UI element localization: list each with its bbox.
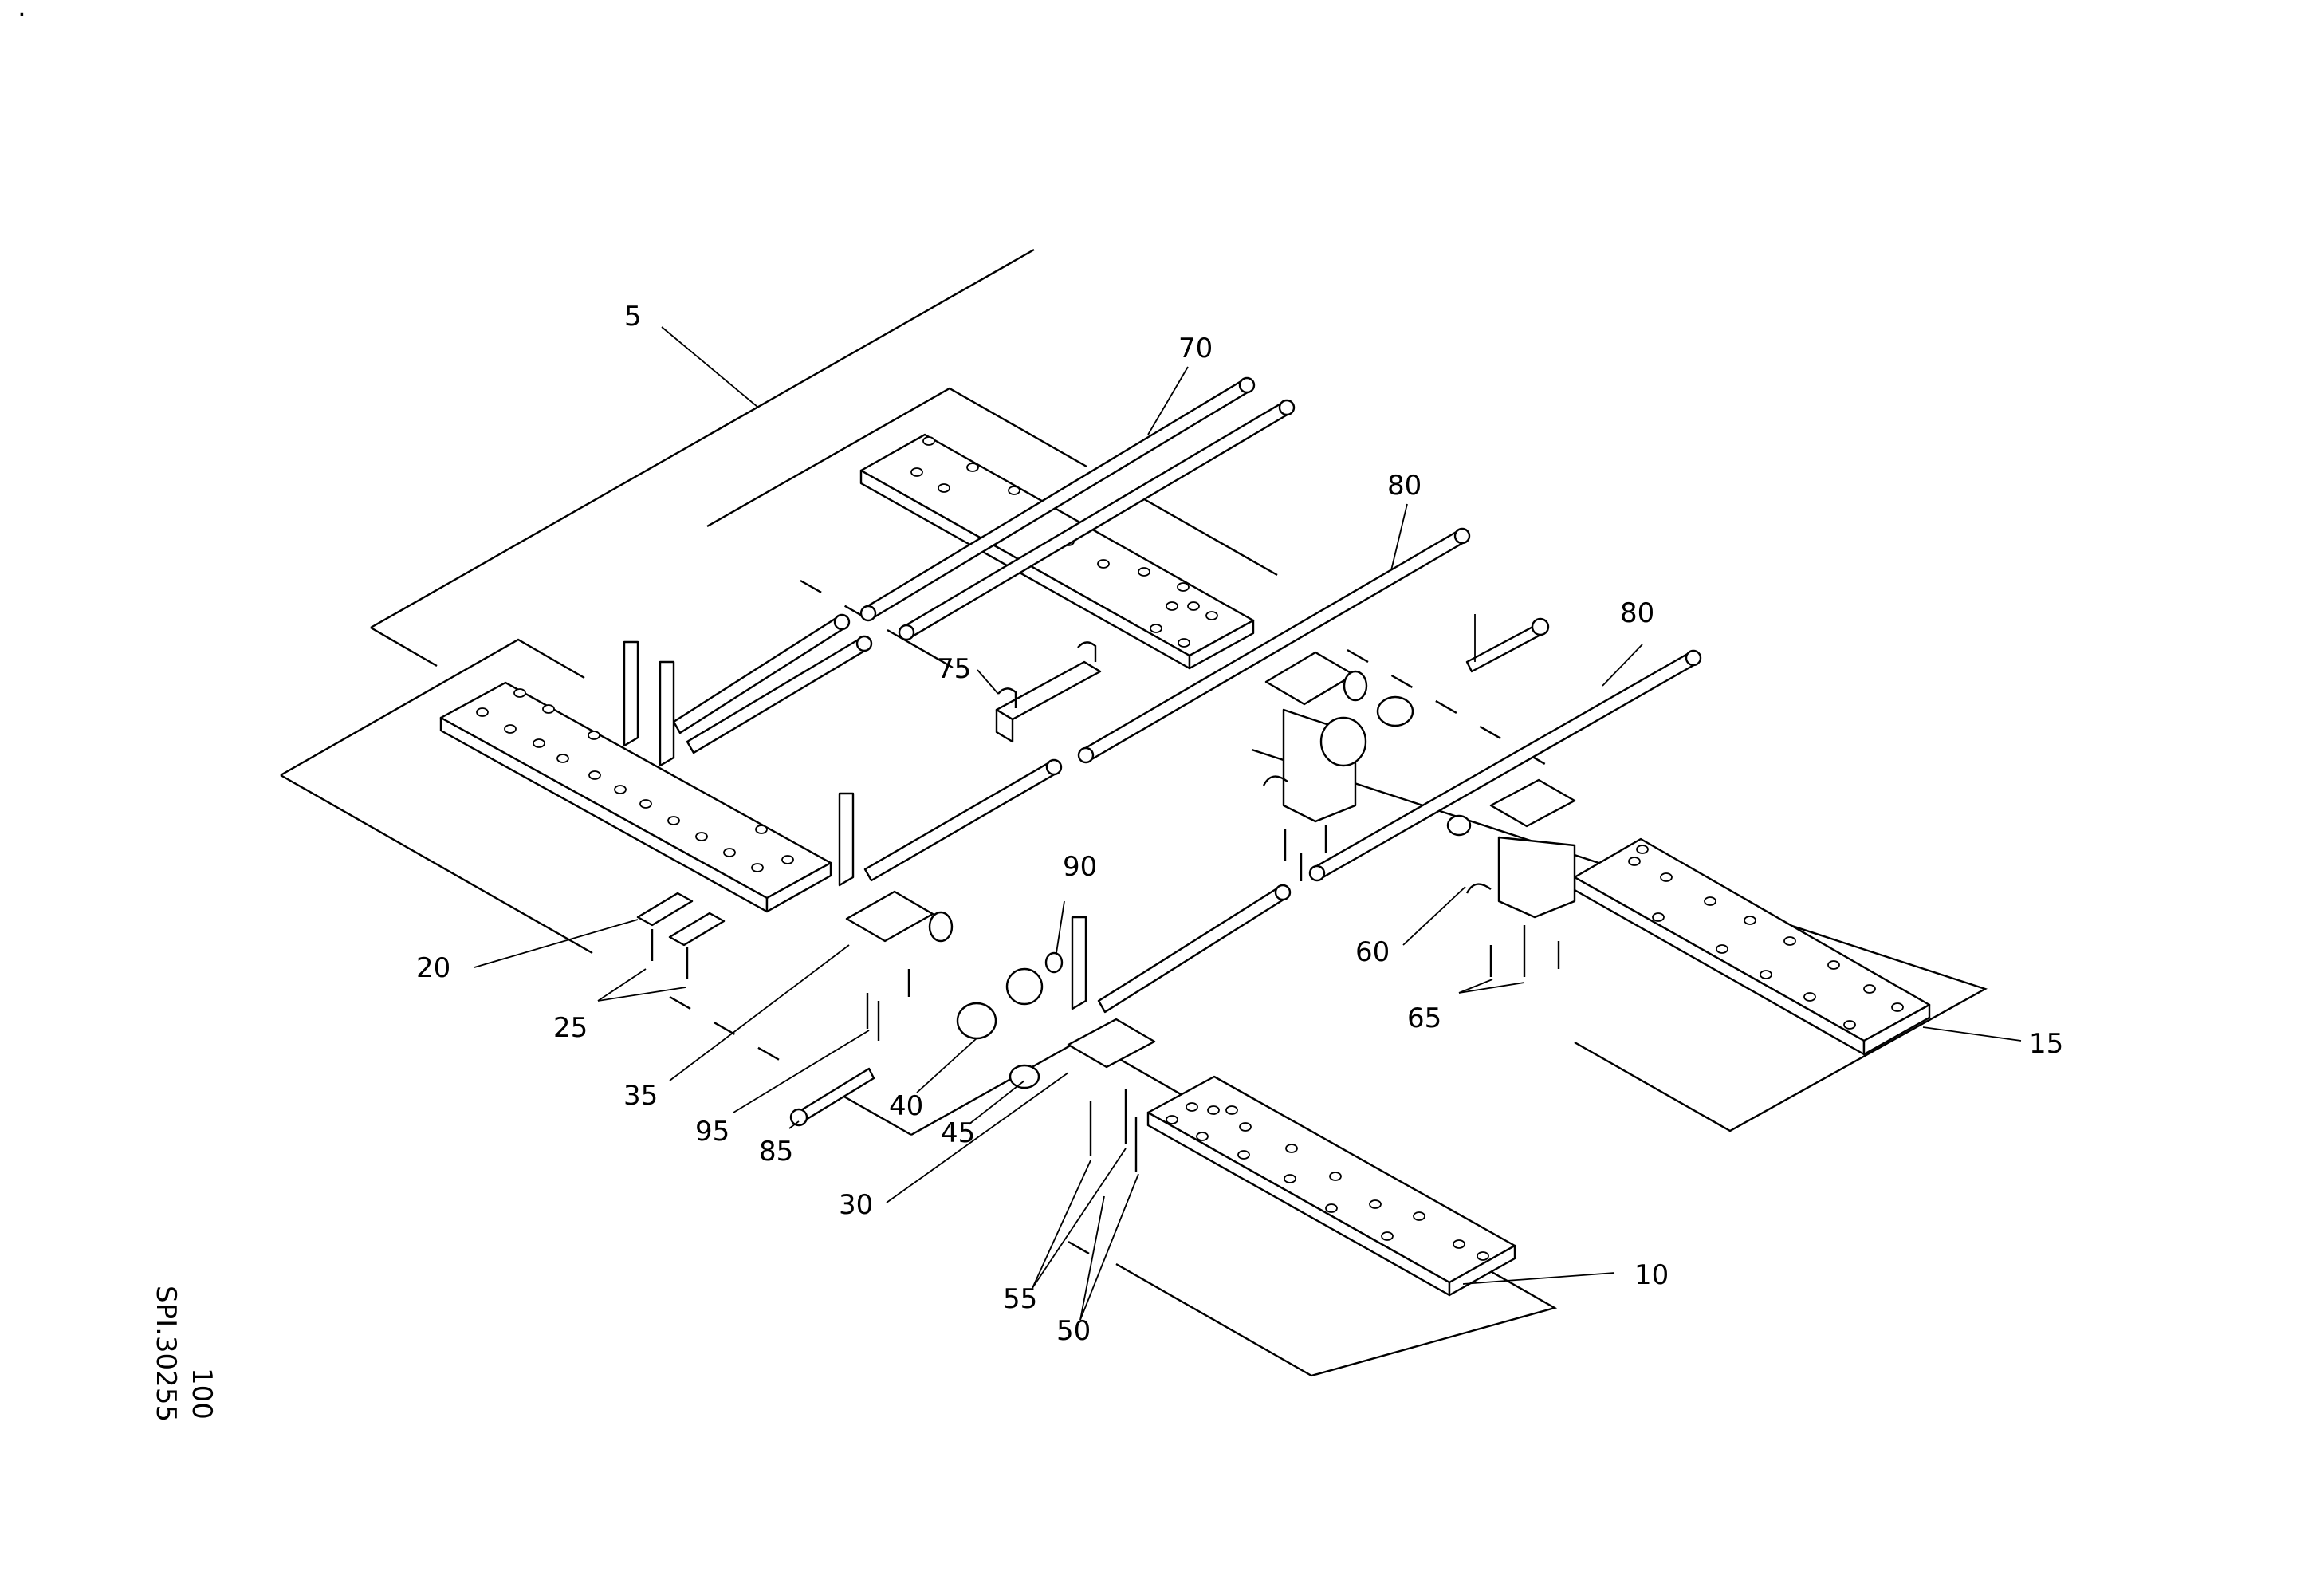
- hinge-assembly-30: [1009, 1018, 1156, 1089]
- callout-20[interactable]: 20: [416, 952, 450, 984]
- rod-70-lower: [898, 399, 1296, 641]
- callout-25[interactable]: 25: [553, 1012, 588, 1044]
- hinge-assembly-center: [1262, 651, 1414, 823]
- rod-left-upper: [672, 613, 851, 734]
- assembly-frame-left: [280, 638, 912, 1136]
- bracket-75: [995, 641, 1102, 743]
- leader-lines: [474, 326, 2022, 1321]
- rod-middle: [863, 758, 1063, 882]
- assembly-frame-10: [910, 1027, 1558, 1377]
- callout-90[interactable]: 90: [1063, 851, 1097, 883]
- plate-holes: [1628, 845, 1904, 1030]
- callout-50[interactable]: 50: [1056, 1315, 1091, 1347]
- callout-80-lower[interactable]: 80: [1620, 597, 1654, 629]
- callout-5[interactable]: 5: [624, 301, 642, 333]
- rod-80-lower: [1308, 649, 1702, 882]
- plate-bottom-10: [1146, 1075, 1516, 1297]
- clamp-plates-20: [636, 892, 726, 947]
- callout-65[interactable]: 65: [1407, 1002, 1441, 1034]
- rod-80-upper: [1077, 527, 1471, 764]
- callout-55[interactable]: 55: [1003, 1283, 1037, 1315]
- callout-10[interactable]: 10: [1634, 1259, 1669, 1291]
- drawing-reference: SPI.30255 100: [150, 1286, 218, 1422]
- pin-85: [789, 1067, 875, 1127]
- plate-holes: [476, 688, 794, 872]
- drawing-reference-code: SPI.30255: [150, 1286, 182, 1422]
- callout-35[interactable]: 35: [623, 1080, 658, 1112]
- callout-75[interactable]: 75: [937, 653, 971, 685]
- assembly-frame-5: [370, 248, 1278, 669]
- callout-70[interactable]: 70: [1178, 333, 1213, 364]
- callout-40[interactable]: 40: [889, 1090, 923, 1122]
- plate-left-20: [439, 681, 832, 913]
- callout-95[interactable]: 95: [695, 1116, 729, 1148]
- callout-labels: 5 10 15 20 25 30 35 40 45 50 55 60 65 70…: [416, 301, 2063, 1347]
- plate-right-15: [1573, 837, 1931, 1056]
- corner-mark: .: [18, 0, 26, 23]
- callout-80-upper[interactable]: 80: [1387, 470, 1422, 502]
- rod-lower-mid: [1097, 884, 1292, 1014]
- callout-30[interactable]: 30: [839, 1189, 873, 1221]
- callout-60[interactable]: 60: [1355, 936, 1390, 968]
- callout-15[interactable]: 15: [2029, 1028, 2063, 1060]
- pin-85-top: [1465, 614, 1550, 673]
- plate-holes: [1166, 1102, 1489, 1261]
- rod-70-upper: [859, 376, 1256, 622]
- upright-brackets-left: [623, 640, 1087, 1010]
- screws: [651, 825, 1560, 1172]
- rod-left-lower: [686, 635, 873, 754]
- callout-45[interactable]: 45: [941, 1117, 975, 1149]
- hinge-assembly-right: [1446, 778, 1576, 919]
- callout-85[interactable]: 85: [759, 1136, 793, 1168]
- drawing-reference-page: 100: [186, 1368, 218, 1420]
